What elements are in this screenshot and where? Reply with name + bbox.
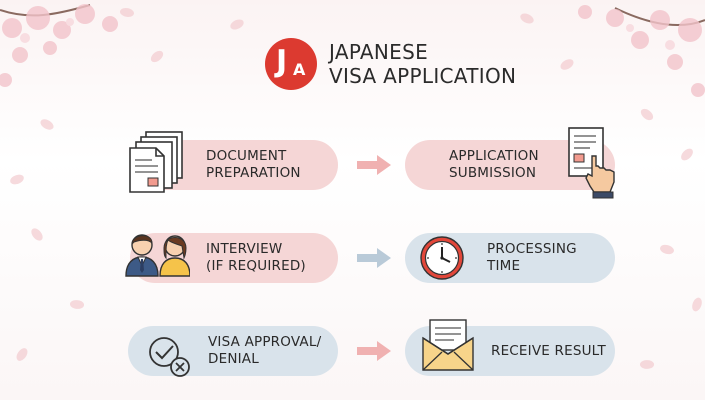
title-line-1: JAPANESE [329,40,429,64]
arrow-right-icon [357,341,391,361]
step-visa-approval-denial: VISA APPROVAL/ DENIAL [128,326,338,376]
arrow-right-icon [357,248,391,268]
form-tap-icon [568,127,615,199]
ja-logo-icon: J A [265,38,317,90]
page-title: JAPANESE VISA APPLICATION [329,40,516,88]
envelope-icon [422,319,474,371]
step-label-line-2: DENIAL [208,351,259,367]
step-label-line-1: APPLICATION [449,148,539,164]
documents-icon [129,131,183,193]
people-icon [125,234,190,277]
step-label-line-1: PROCESSING [487,241,577,257]
step-label-line-1: VISA APPROVAL/ [208,334,322,350]
check-cross-icon [149,337,190,377]
logo-letter-a: A [293,60,306,79]
step-label-line-2: (IF REQUIRED) [206,258,306,274]
step-label-line-1: INTERVIEW [206,241,283,257]
header: J A JAPANESE VISA APPLICATION [265,38,516,90]
logo-letter-j: J [276,44,288,79]
step-label-line-2: PREPARATION [206,165,301,181]
clock-icon [420,236,464,280]
title-line-2: VISA APPLICATION [329,64,517,88]
step-label-line-1: RECEIVE RESULT [491,342,606,359]
arrow-right-icon [357,155,391,175]
step-label-line-1: DOCUMENT [206,148,287,164]
step-label-line-2: TIME [487,258,521,274]
step-label-line-2: SUBMISSION [449,165,537,181]
